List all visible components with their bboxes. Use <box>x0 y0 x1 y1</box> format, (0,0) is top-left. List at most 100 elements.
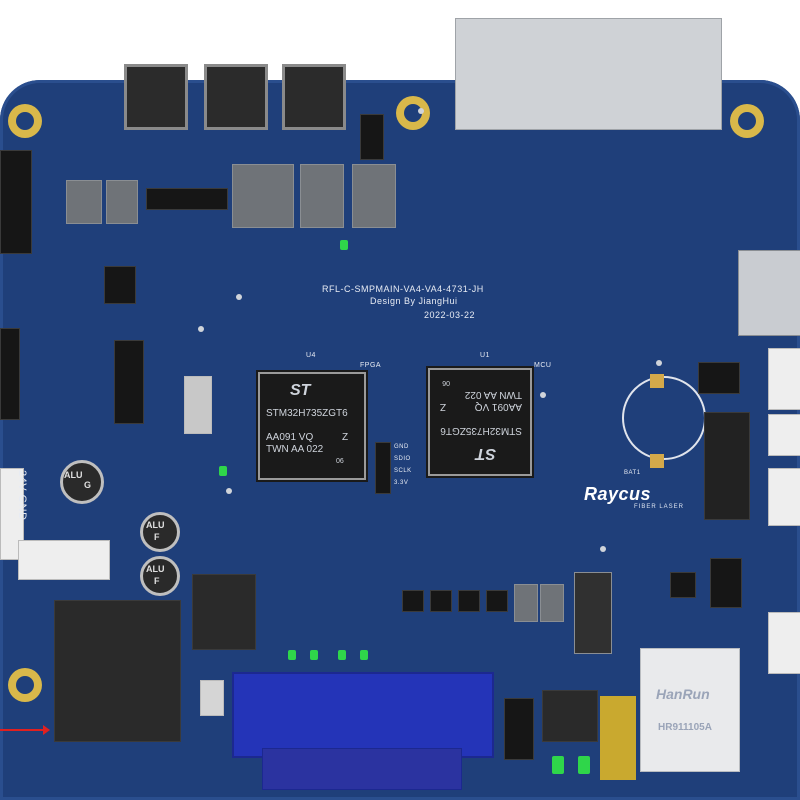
connector-j14 <box>768 348 800 410</box>
connector-jp4 <box>124 64 188 130</box>
fpga-st-logo: ST <box>290 382 311 399</box>
ic-u30 <box>232 164 294 228</box>
mounting-hole-top-mid <box>396 96 430 130</box>
board-designer: Design By JiangHui <box>370 296 458 306</box>
battery-holder <box>622 376 706 460</box>
dual-led-header <box>542 690 598 742</box>
jumper-jp1 <box>184 376 212 434</box>
fpga-z: Z <box>342 432 349 443</box>
mcu-function: MCU <box>534 362 552 369</box>
led-row-4 <box>360 650 368 660</box>
cap-label-alu-1: ALU <box>64 470 83 480</box>
raycus-logo: Raycus <box>584 484 652 504</box>
left-header-connector <box>0 150 32 254</box>
via-6 <box>540 392 546 398</box>
inductor-bottom-left <box>54 600 181 742</box>
ic-u10 <box>360 114 384 160</box>
led-d14 <box>340 240 348 250</box>
fpga-designator: U4 <box>306 352 316 359</box>
crystal-bottom <box>200 680 224 716</box>
via-5 <box>226 488 232 494</box>
header-j1 <box>375 442 391 494</box>
white-connector-left <box>18 540 110 580</box>
mcu-suffix: 06 <box>442 379 450 386</box>
raycus-subtitle: FIBER LASER <box>634 504 685 510</box>
red-arrow-annotation <box>0 725 50 735</box>
ic-gray-pair-1 <box>514 584 538 622</box>
ic-u55 <box>670 572 696 598</box>
via-3 <box>418 108 424 114</box>
usb-connector <box>738 250 800 336</box>
ic-u44 <box>402 590 424 612</box>
left-pin-header <box>0 328 20 420</box>
led-d35 <box>219 466 227 476</box>
vga-shell <box>262 748 462 790</box>
ic-gray-pair-2 <box>540 584 564 622</box>
fpga-chip <box>258 372 366 480</box>
cap-label-alu-2: ALU <box>146 520 165 530</box>
mcu-st-logo: ST <box>475 445 496 462</box>
fpga-part-number: STM32H735ZGT6 <box>266 408 348 419</box>
led-d1 <box>578 756 590 774</box>
vga-connector <box>232 672 494 758</box>
resistor-array-left <box>114 340 144 424</box>
via-7 <box>600 546 606 552</box>
led-row-2 <box>310 650 318 660</box>
dsub-connector-top <box>455 18 722 130</box>
mounting-hole-top-left <box>8 104 42 138</box>
battery-pad-bottom <box>650 454 664 468</box>
led-d4 <box>552 756 564 774</box>
mcu-line1: AA091 VQ <box>474 401 522 412</box>
mcu-z: Z <box>439 401 446 412</box>
led-row-3 <box>338 650 346 660</box>
mcu-marking-group: ST STM32H735ZGT6 AA091 VQ Z TWN AA 022 0… <box>428 368 528 472</box>
connector-j16 <box>768 468 800 526</box>
ic-u52 <box>300 164 344 228</box>
mcu-chip <box>428 368 532 476</box>
fpga-suffix: 06 <box>336 458 344 465</box>
ic-left-2 <box>106 180 138 224</box>
board-date: 2022-03-22 <box>424 310 476 320</box>
cap-label-f-2: F <box>154 532 160 542</box>
regulator-block <box>574 572 612 654</box>
mcu-part-number: STM32H735ZGT6 <box>440 425 522 436</box>
fpga-function: FPGA <box>360 362 382 369</box>
inductor-mid <box>192 574 256 650</box>
power-input-label: 24V GND <box>16 470 28 521</box>
via-2 <box>198 326 204 332</box>
ic-u36 <box>458 590 480 612</box>
dc-dc-module-dc4 <box>704 412 750 520</box>
j1-pin-3v3: 3.3V <box>394 480 409 486</box>
ic-u38 <box>430 590 452 612</box>
fpga-line1: AA091 VQ <box>266 432 314 443</box>
mcu-designator: U1 <box>480 352 490 359</box>
battery-label: BAT1 <box>624 470 641 476</box>
board-part-number: RFL-C-SMPMAIN-VA4-VA4-4731-JH <box>322 284 484 294</box>
led-row-1 <box>288 650 296 660</box>
electrolytic-cap-2 <box>140 512 180 552</box>
via-1 <box>236 294 242 300</box>
sma-connector-j9 <box>600 696 636 780</box>
battery-pad-top <box>650 374 664 388</box>
connector-jp2 <box>282 64 346 130</box>
push-button <box>504 698 534 760</box>
connector-jp3 <box>204 64 268 130</box>
electrolytic-cap-c159 <box>60 460 104 504</box>
mounting-hole-bottom-left <box>8 668 42 702</box>
j1-pin-sclk: SCLK <box>394 468 412 474</box>
mcu-line2: TWN AA 022 <box>464 389 522 400</box>
ic-u35 <box>486 590 508 612</box>
mounting-hole-top-right <box>730 104 764 138</box>
rj45-brand: HanRun <box>656 686 710 702</box>
electrolytic-cap-3 <box>140 556 180 596</box>
relay-row <box>146 188 228 210</box>
cap-label-g: G <box>84 480 92 490</box>
cap-label-f-3: F <box>154 576 160 586</box>
ic-u13 <box>104 266 136 304</box>
rj45-model: HR911105A <box>658 722 712 733</box>
ic-u45 <box>710 558 742 608</box>
fpga-line2: TWN AA 022 <box>266 444 324 455</box>
ic-left-1 <box>66 180 102 224</box>
connector-j15 <box>768 414 800 456</box>
ic-ls3 <box>698 362 740 394</box>
